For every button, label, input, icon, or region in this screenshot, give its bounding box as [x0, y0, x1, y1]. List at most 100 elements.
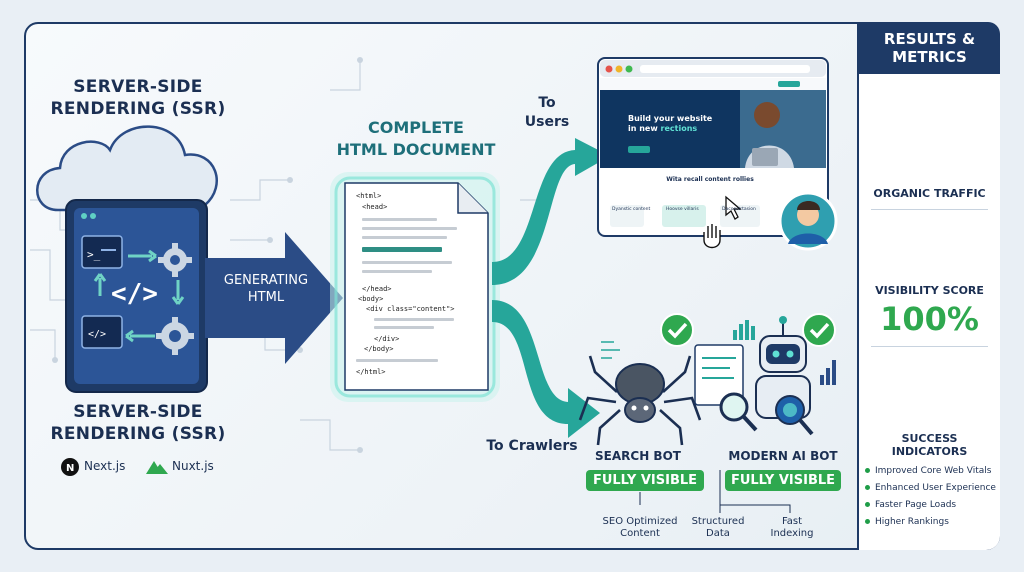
generating-label-line1: GENERATING [223, 273, 309, 288]
code-line-html-close: </html> [356, 368, 386, 376]
ssr-title-bottom: SERVER-SIDE RENDERING (SSR) [48, 401, 228, 445]
arrow-to-crawlers [492, 300, 600, 438]
highlight-line [362, 247, 442, 252]
svg-text:</>: </> [88, 329, 106, 340]
caption-seo-line1: SEO Optimized [602, 516, 678, 527]
sidebar-title-line1: RESULTS & [883, 30, 976, 48]
search-bot-status-badge: FULLY VISIBLE [586, 470, 704, 491]
ssr-title-bottom-line1: SERVER-SIDE [73, 402, 203, 422]
indicator-item: Higher Rankings [865, 517, 949, 527]
ssr-title-top-line2: RENDERING (SSR) [50, 99, 226, 119]
indicator-item: Faster Page Loads [865, 500, 956, 510]
visibility-score-value: 100% [880, 300, 979, 338]
results-sidebar: RESULTS & METRICS ORGANIC TRAFFIC VISIBI… [857, 22, 1000, 550]
caption-structured-line2: Data [706, 528, 730, 539]
ai-robot-icon [755, 316, 814, 436]
caption-indexing: Fast Indexing [762, 516, 822, 540]
caption-indexing-line1: Fast [781, 516, 803, 527]
nuxtjs-logo [146, 461, 168, 474]
website-headline-accent: rections [660, 124, 698, 133]
check-icon [660, 313, 694, 347]
cloud-icon [36, 125, 218, 212]
html-document [344, 182, 489, 391]
gear-icon [156, 317, 194, 355]
success-title-line2: INDICATORS [891, 445, 968, 458]
website-headline-line1: Build your website [628, 114, 713, 123]
search-bot-label: SEARCH BOT [595, 449, 681, 463]
indicator-item: Enhanced User Experience [865, 483, 996, 493]
success-indicators-title: SUCCESS INDICATORS [859, 432, 1000, 458]
framework-nextjs: Next.js [84, 459, 126, 473]
nextjs-logo [61, 458, 79, 476]
indicator-text: Enhanced User Experience [875, 483, 996, 493]
indicator-text: Improved Core Web Vitals [875, 466, 992, 476]
person-photo [754, 102, 780, 128]
caption-structured-line1: Structured [691, 516, 745, 527]
website-card-2[interactable]: Hoovse villaris [666, 207, 699, 212]
gear-icon [158, 243, 192, 277]
svg-text:N: N [66, 463, 74, 474]
indicator-item: Improved Core Web Vitals [865, 466, 991, 476]
code-line-body-open: <body> [358, 295, 384, 303]
ai-bot-label: MODERN AI BOT [728, 449, 838, 463]
website-headline: Build your website in new rections [628, 114, 738, 134]
text-placeholder-line [374, 318, 454, 321]
text-placeholder-line [362, 236, 447, 239]
caption-seo-line2: Content [620, 528, 660, 539]
website-card-1[interactable]: Dyanstic content [612, 207, 651, 212]
text-placeholder-line [362, 270, 432, 273]
code-line-html-open: <html> [356, 192, 382, 200]
framework-nuxtjs: Nuxt.js [172, 459, 214, 473]
svg-text:>_: >_ [87, 248, 101, 261]
code-line-div-open: <div class="content"> [366, 305, 455, 313]
generating-html-label: GENERATING HTML [212, 272, 320, 306]
document-title-line1: COMPLETE [368, 118, 464, 137]
hand-cursor-icon [703, 224, 721, 249]
text-placeholder-line [362, 261, 452, 264]
spider-bot-icon [578, 355, 702, 446]
text-placeholder-line [356, 359, 438, 362]
text-placeholder-line [374, 326, 434, 329]
sidebar-title-line2: METRICS [892, 48, 967, 66]
arrow-to-users [492, 138, 610, 285]
success-title-line1: SUCCESS [901, 432, 958, 445]
website-card-3[interactable]: Dacoostrtasion [722, 207, 756, 212]
generating-arrow [205, 232, 343, 364]
generating-label-line2: HTML [247, 290, 285, 305]
caption-seo: SEO Optimized Content [598, 516, 682, 540]
divider [871, 346, 988, 347]
caption-indexing-line2: Indexing [770, 528, 814, 539]
document-title: COMPLETE HTML DOCUMENT [318, 117, 514, 161]
text-placeholder-line [362, 218, 437, 221]
website-section-title: Wita recall content rollies [666, 176, 754, 183]
ssr-title-top: SERVER-SIDE RENDERING (SSR) [48, 76, 228, 120]
ssr-title-top-line1: SERVER-SIDE [73, 77, 203, 97]
magnifier-icon [719, 392, 749, 422]
caption-structured: Structured Data [686, 516, 750, 540]
organic-traffic-label: ORGANIC TRAFFIC [873, 187, 986, 200]
code-window-icon [81, 235, 123, 269]
divider [871, 209, 988, 210]
ai-bot-status-badge: FULLY VISIBLE [725, 470, 841, 491]
code-line-head-open: <head> [362, 203, 388, 211]
code-window-icon [81, 315, 123, 349]
indicator-text: Faster Page Loads [875, 500, 957, 510]
to-users-line1: To [538, 95, 556, 111]
code-brackets-icon: </> [111, 279, 158, 309]
text-placeholder-line [362, 227, 457, 230]
sidebar-header: RESULTS & METRICS [859, 22, 1000, 74]
visibility-score-label: VISIBILITY SCORE [875, 284, 984, 297]
indicator-text: Higher Rankings [875, 517, 949, 527]
ssr-title-bottom-line2: RENDERING (SSR) [50, 424, 226, 444]
website-headline-line2: in new rections [628, 124, 738, 134]
code-line-body-close: </body> [364, 345, 394, 353]
to-users-line2: Users [524, 114, 570, 130]
check-icon [802, 313, 836, 347]
to-crawlers-label: To Crawlers [486, 438, 578, 454]
website-headline-plain: in new [628, 124, 658, 133]
code-line-head-close: </head> [362, 285, 392, 293]
code-line-div-close: </div> [374, 335, 400, 343]
to-users-label: To Users [512, 94, 582, 132]
cursor-icon [725, 195, 742, 220]
